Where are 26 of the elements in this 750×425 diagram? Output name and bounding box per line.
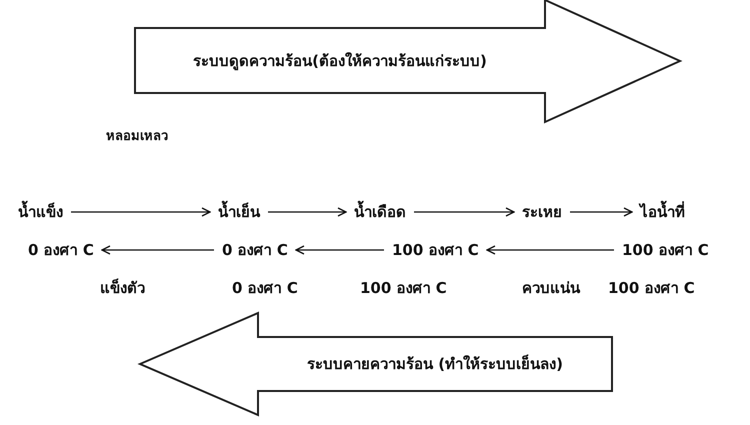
state-label: ไอน้ำที่ [640,202,685,222]
block-arrow [140,313,612,415]
arrow [570,207,633,217]
arrow-label: ระบบคายความร้อน (ทำให้ระบบเย็นลง) [307,354,563,375]
arrow [414,207,515,217]
state-label: น้ำแข็ง [18,202,63,222]
text-label: 100 องศา C [608,278,695,298]
arrow [268,207,347,217]
text-label: หลอมเหลว [106,128,168,146]
state-label: 0 องศา C [28,240,94,260]
state-label: 100 องศา C [622,240,709,260]
text-label: 0 องศา C [232,278,298,298]
arrow [101,245,214,255]
arrow-label: ระบบดูดความร้อน(ต้องให้ความร้อนแก่ระบบ) [193,50,487,72]
arrow [295,245,384,255]
text-label: ควบแน่น [522,278,580,298]
state-label: 0 องศา C [222,240,288,260]
state-label: 100 องศา C [392,240,479,260]
state-label: ระเหย [522,202,562,222]
text-label: แข็งตัว [100,278,145,298]
block-arrow [135,0,680,122]
state-label: น้ำเดือด [354,202,406,222]
state-label: น้ำเย็น [218,202,260,222]
text-label: 100 องศา C [360,278,447,298]
arrow [71,207,211,217]
arrow [486,245,614,255]
